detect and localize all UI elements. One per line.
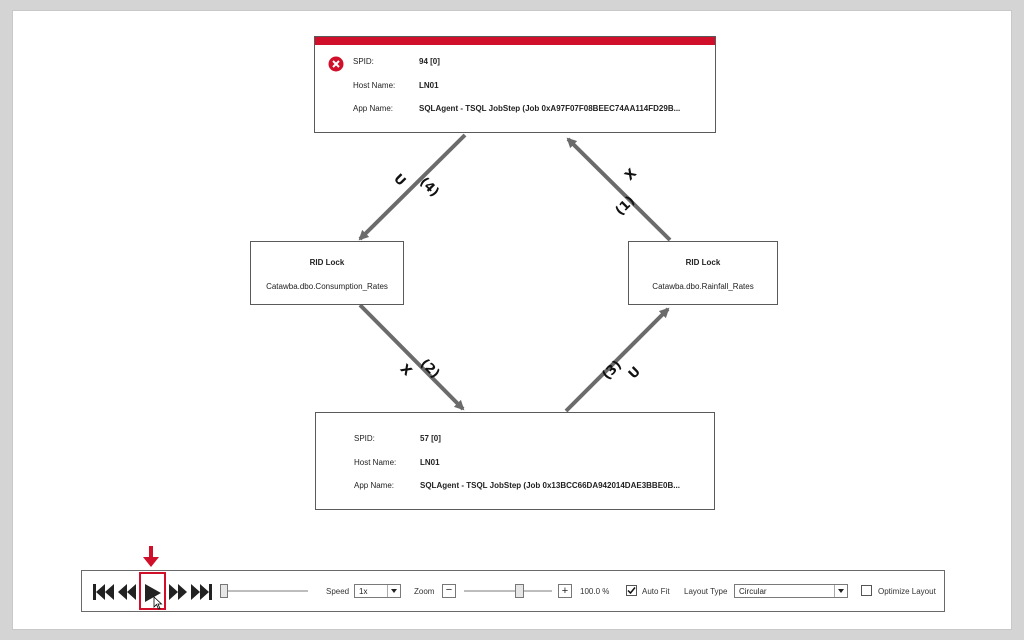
edge-3-order: (3) (600, 358, 625, 383)
spid-label: SPID: (353, 57, 374, 66)
host-name-value: LN01 (419, 81, 439, 90)
edge-2-arrow (358, 303, 465, 411)
process-node-57[interactable]: SPID: 57 [0] Host Name: LN01 App Name: S… (315, 412, 715, 510)
zoom-value: 100.0 % (580, 587, 610, 596)
lock-node-rainfall-rates[interactable]: RID Lock Catawba.dbo.Rainfall_Rates (628, 241, 778, 305)
edge-1-order: (1) (613, 193, 638, 218)
victim-bar (315, 37, 715, 45)
host-name-label: Host Name: (353, 81, 396, 90)
zoom-in-button[interactable]: + (558, 584, 572, 598)
edge-3-arrow (564, 307, 670, 413)
play-icon (145, 584, 161, 602)
speed-dropdown[interactable]: 1x (354, 584, 401, 598)
zoom-thumb[interactable] (515, 584, 524, 598)
lock-resource: Catawba.dbo.Rainfall_Rates (652, 282, 754, 291)
callout-arrow-icon (143, 546, 159, 567)
next-icon[interactable] (168, 583, 188, 601)
first-icon[interactable] (92, 583, 114, 601)
edges-layer: U (4) X (1) X (2) U (3) (358, 133, 672, 413)
auto-fit-checkbox[interactable] (626, 585, 637, 596)
layout-type-label: Layout Type (684, 587, 728, 596)
lock-title: RID Lock (685, 258, 721, 267)
checkmark-icon (627, 587, 636, 595)
edge-1-mode: X (622, 166, 640, 184)
error-circle-x-icon (328, 56, 344, 72)
spid-label: SPID: (354, 434, 375, 443)
lock-title: RID Lock (309, 258, 345, 267)
optimize-layout-checkbox[interactable] (861, 585, 872, 596)
lock-resource: Catawba.dbo.Consumption_Rates (266, 282, 388, 291)
timeline-thumb[interactable] (220, 584, 228, 598)
layout-type-value: Circular (739, 587, 767, 596)
edge-4-mode: U (390, 171, 408, 189)
optimize-layout-label: Optimize Layout (878, 587, 936, 596)
host-name-label: Host Name: (354, 458, 397, 467)
app-name-value: SQLAgent - TSQL JobStep (Job 0xA97F07F08… (419, 104, 681, 113)
zoom-label: Zoom (414, 587, 435, 596)
play-button[interactable] (139, 572, 166, 610)
speed-value: 1x (359, 587, 368, 596)
zoom-out-button[interactable]: − (442, 584, 456, 598)
timeline-slider[interactable] (220, 584, 308, 598)
edge-1-arrow (566, 137, 672, 242)
speed-label: Speed (326, 587, 350, 596)
app-name-label: App Name: (354, 481, 395, 490)
layout-type-dropdown[interactable]: Circular (734, 584, 848, 598)
minus-icon: − (445, 584, 453, 596)
edge-3-mode: U (626, 364, 644, 382)
edge-2-mode: X (397, 362, 415, 380)
host-name-value: LN01 (420, 458, 440, 467)
app-name-label: App Name: (353, 104, 394, 113)
spid-value: 94 [0] (419, 57, 440, 66)
edge-4-arrow (358, 133, 467, 241)
zoom-slider[interactable] (464, 584, 552, 598)
lock-node-consumption-rates[interactable]: RID Lock Catawba.dbo.Consumption_Rates (250, 241, 404, 305)
last-icon[interactable] (190, 583, 212, 601)
app-name-value: SQLAgent - TSQL JobStep (Job 0x13BCC66DA… (420, 481, 680, 490)
chevron-down-icon (387, 585, 400, 597)
previous-icon[interactable] (117, 583, 137, 601)
playback-toolbar: Speed 1x Zoom − + 100.0 % Auto Fit Layou… (81, 570, 945, 612)
plus-icon: + (561, 585, 569, 597)
deadlock-graph-canvas: U (4) X (1) X (2) U (3) SPID: 94 [0] Hos… (12, 10, 1012, 630)
spid-value: 57 [0] (420, 434, 441, 443)
mouse-cursor-icon (153, 596, 163, 610)
process-node-victim[interactable]: SPID: 94 [0] Host Name: LN01 App Name: S… (314, 36, 716, 133)
edge-2-order: (2) (417, 356, 442, 381)
chevron-down-icon (834, 585, 847, 597)
auto-fit-label: Auto Fit (642, 587, 670, 596)
